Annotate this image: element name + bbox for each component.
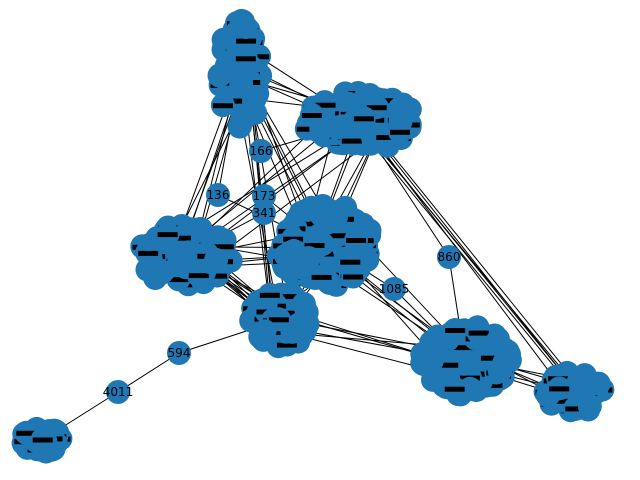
cluster-center-label-glyph	[311, 274, 332, 280]
edge-bundle-11-5	[371, 128, 590, 399]
cluster-upper-right-label-glyph	[315, 102, 336, 108]
node-173-label: 173	[253, 189, 276, 203]
cluster-left-label-glyph	[207, 273, 228, 279]
node-4011-circle	[106, 380, 130, 404]
cluster-top-node	[227, 114, 252, 139]
cluster-center-node	[315, 210, 340, 235]
cluster-center-label-glyph	[340, 259, 361, 265]
edge-bundle-11-2	[372, 133, 586, 403]
cluster-upper-right-node	[387, 96, 412, 121]
cluster-center-label-glyph	[343, 274, 364, 280]
cluster-left-node	[176, 240, 201, 265]
cluster-lower-right-label-glyph	[444, 386, 465, 392]
cluster-top-node	[233, 15, 258, 39]
cluster-upper-right-label-glyph	[390, 129, 410, 135]
node-136-circle	[206, 183, 230, 207]
node-1085-label: 1085	[379, 282, 410, 296]
cluster-bottom-left-label-glyph	[16, 430, 37, 436]
cluster-top-label-glyph	[235, 56, 256, 62]
cluster-far-right-node	[577, 394, 602, 418]
edge-bundle-11-3	[356, 121, 590, 402]
node-136: 136	[206, 183, 230, 207]
cluster-top-label-glyph	[236, 38, 257, 44]
cluster-lower-right-label-glyph	[480, 355, 501, 361]
cluster-center-low-label-glyph	[268, 317, 289, 323]
node-341: 341	[252, 201, 276, 225]
cluster-center-node	[296, 246, 321, 270]
cluster-upper-right-label-glyph	[296, 126, 317, 132]
cluster-left-node	[135, 257, 160, 282]
cluster-center-label-glyph	[328, 233, 348, 239]
node-4011-label: 4011	[103, 385, 134, 399]
cluster-far-right-label-glyph	[565, 406, 586, 412]
node-860-label: 860	[438, 250, 461, 264]
cluster-center-low-label-glyph	[277, 294, 298, 300]
node-166: 166	[249, 139, 273, 163]
node-594: 594	[167, 341, 191, 365]
node-860-circle	[437, 245, 461, 269]
cluster-top-node	[207, 63, 232, 88]
cluster-far-right-label-glyph	[549, 386, 570, 392]
cluster-top-label-glyph	[212, 103, 233, 109]
cluster-center-low-node	[252, 319, 277, 344]
node-341-label: 341	[253, 206, 276, 220]
cluster-upper-right-node	[329, 114, 354, 139]
cluster-lower-right-node	[419, 348, 444, 373]
node-136-label: 136	[207, 188, 230, 202]
cluster-far-right-node	[586, 371, 611, 396]
cluster-lower-right-label-glyph	[468, 330, 489, 336]
node-1085-circle	[382, 277, 406, 301]
node-166-label: 166	[250, 144, 273, 158]
cluster-left-node	[204, 247, 229, 272]
node-173-circle	[252, 184, 276, 208]
cluster-bottom-left-label-glyph	[32, 437, 53, 443]
edge-bundle-11-0	[351, 118, 576, 393]
cluster-left-label-glyph	[188, 273, 209, 279]
node-594-circle	[167, 341, 191, 365]
edge-bridge-6	[117, 352, 180, 393]
cluster-lower-right-label-glyph	[482, 382, 503, 388]
cluster-center-low-node	[287, 312, 312, 337]
node-4011: 4011	[103, 380, 134, 404]
node-173: 173	[252, 184, 276, 208]
node-166-circle	[249, 139, 273, 163]
cluster-upper-right-label-glyph	[376, 135, 397, 140]
labelled-node-layer: 136 166 173 341 594 860 1085 4011	[103, 139, 461, 404]
cluster-far-right-node	[566, 370, 591, 395]
cluster-left-label-glyph	[170, 235, 191, 241]
cluster-left-label-glyph	[213, 244, 234, 250]
cluster-top-node	[229, 70, 254, 95]
cluster-left-label-glyph	[157, 232, 178, 238]
node-341-circle	[252, 201, 276, 225]
cluster-layer	[11, 8, 615, 464]
cluster-lower-right-node	[487, 359, 512, 384]
cluster-upper-right-label-glyph	[341, 138, 362, 144]
cluster-lower-right-node	[485, 329, 510, 354]
cluster-center-low-label-glyph	[259, 292, 280, 298]
cluster-left-label-glyph	[138, 250, 159, 256]
node-860: 860	[437, 245, 461, 269]
cluster-center-low-label-glyph	[276, 342, 297, 348]
node-1085: 1085	[379, 277, 410, 301]
cluster-top-label-glyph	[249, 54, 270, 60]
cluster-far-right-label-glyph	[552, 398, 573, 404]
cluster-center-label-glyph	[346, 238, 367, 243]
cluster-center-label-glyph	[302, 221, 322, 227]
cluster-center-label-glyph	[304, 243, 325, 248]
cluster-upper-right-label-glyph	[301, 113, 322, 118]
cluster-left-label-glyph	[168, 277, 189, 283]
cluster-upper-right-label-glyph	[366, 105, 387, 111]
cluster-lower-right-label-glyph	[445, 328, 466, 333]
cluster-lower-right-label-glyph	[438, 362, 459, 368]
node-594-label: 594	[168, 346, 191, 360]
cluster-upper-right-label-glyph	[353, 116, 374, 122]
cluster-lower-right-label-glyph	[453, 345, 474, 351]
